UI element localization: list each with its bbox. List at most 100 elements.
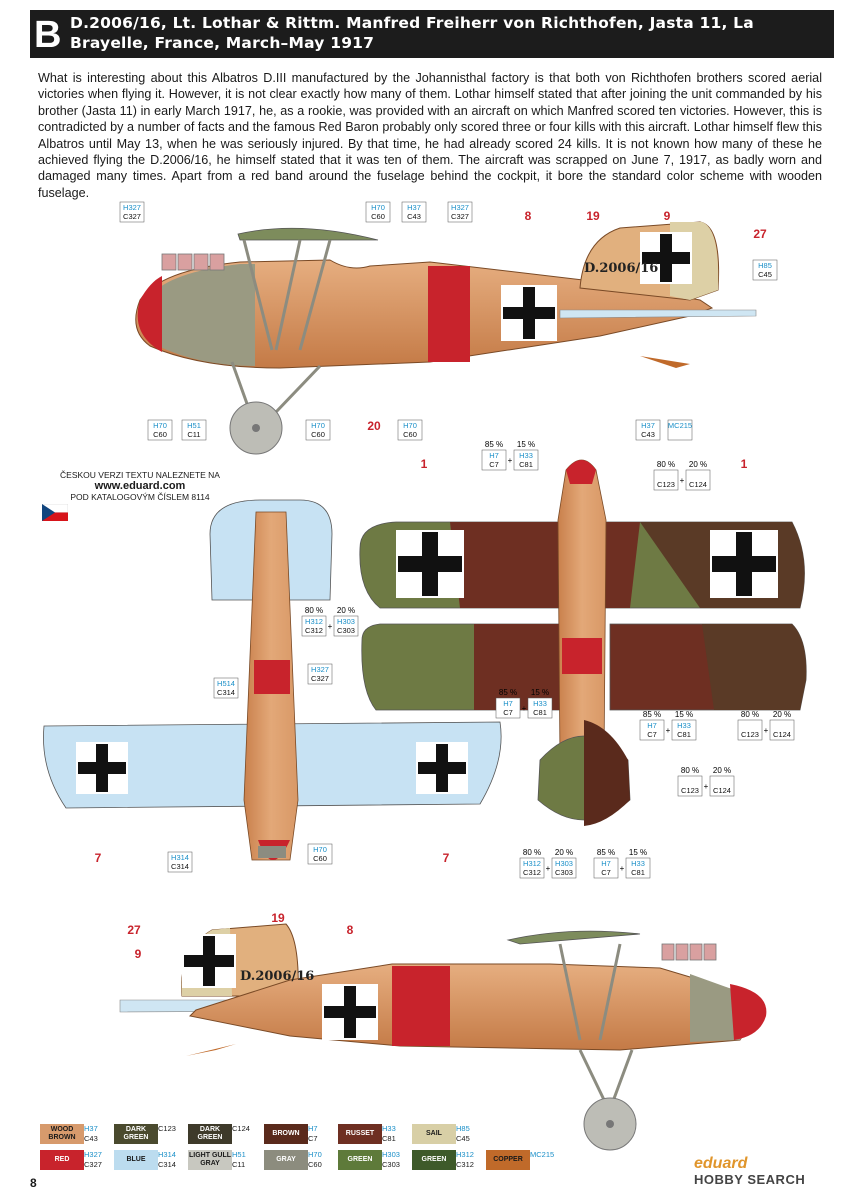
mix-percent: 80 % [741,710,759,719]
hobby-code: H312 [523,859,541,868]
hobby-code: H37 [84,1124,98,1133]
plus-icon: + [620,864,625,873]
paint-code: C60 [308,1160,322,1169]
czech-line-1: ČESKOU VERZI TEXTU NALEZNETE NA [60,470,220,480]
hobby-code: H7 [601,859,611,868]
hobby-code: H70 [371,203,385,212]
paint-code: C312 [523,868,541,877]
legend-color-name: WOOD BROWN [40,1124,84,1144]
mix-percent: 80 % [657,460,675,469]
legend-color-name: DARK GREEN [114,1124,158,1144]
paint-code: C327 [311,674,329,683]
wing-cross-icon [416,742,468,794]
brand-logo: eduard [694,1155,748,1172]
red-nose [137,276,162,352]
mix-a: C123 [737,719,763,741]
tail-cross-icon [182,934,236,988]
hobby-code: H514 [217,679,235,688]
czech-line-2: POD KATALOGOVÝM ČÍSLEM 8114 [70,492,210,502]
hobby-code: H33 [519,451,533,460]
paint-code: C303 [337,626,355,635]
paint-code: C43 [84,1134,98,1143]
legend-color-name: GREEN [412,1150,456,1170]
paint-code: C7 [647,730,657,739]
marking-number: 27 [753,227,767,241]
paint-code: C7 [489,460,499,469]
mix-callout: 80 %20 %+ [741,710,791,735]
paint-code: C314 [158,1160,176,1169]
mix-percent: 20 % [773,710,791,719]
paint-code: C81 [677,730,691,739]
title-bar [30,10,834,58]
serial-marking: D.2006/16 [584,261,658,276]
mix-callout: 85 %15 %+ [485,440,535,465]
hobby-code: H51 [187,421,201,430]
legend-color-name: RUSSET [338,1124,382,1144]
mix-percent: 20 % [689,460,707,469]
mix-percent: 85 % [499,688,517,697]
hobby-code: H37 [407,203,421,212]
czech-flag-icon [42,504,68,521]
legend-color-name: BROWN [264,1124,308,1144]
paint-code: C81 [382,1134,396,1143]
paint-code: C81 [519,460,533,469]
paint-code: C60 [153,430,167,439]
paint-code: C124 [713,786,731,795]
mix-percent: 80 % [305,606,323,615]
paint-code: C60 [311,430,325,439]
hobby-code: H327 [123,203,141,212]
side-view-left: D.2006/16 [119,923,767,1151]
paint-code: C124 [773,730,791,739]
hobby-code: H85 [456,1124,470,1133]
mix-percent: 15 % [517,440,535,449]
legend-color-name: COPPER [486,1150,530,1170]
mix-percent: 20 % [337,606,355,615]
paint-code: C314 [217,688,235,697]
paint-code: C7 [308,1134,318,1143]
legend-color-name: RED [40,1150,84,1170]
hobby-code: H33 [533,699,547,708]
hobby-code: H314 [158,1150,176,1159]
marking-number: 8 [525,209,532,223]
page-title: D.2006/16, Lt. Lothar & Rittm. Manfred F… [70,14,754,52]
side-callout: MC215 [667,419,693,441]
paint-code: C7 [503,708,513,717]
hobby-code: H303 [382,1150,400,1159]
paint-code: C81 [631,868,645,877]
paint-code: C60 [403,430,417,439]
tail-cross-icon [640,232,692,284]
marking-number: 1 [421,457,428,471]
hobby-code: H303 [555,859,573,868]
hobby-code: H7 [647,721,657,730]
paint-code: C7 [601,868,611,877]
website-link[interactable]: www.eduard.com [94,480,186,492]
paint-code: C327 [123,212,141,221]
plus-icon: + [680,476,685,485]
paint-code: C60 [371,212,385,221]
marking-number: 9 [664,209,671,223]
hobby-code: H70 [403,421,417,430]
